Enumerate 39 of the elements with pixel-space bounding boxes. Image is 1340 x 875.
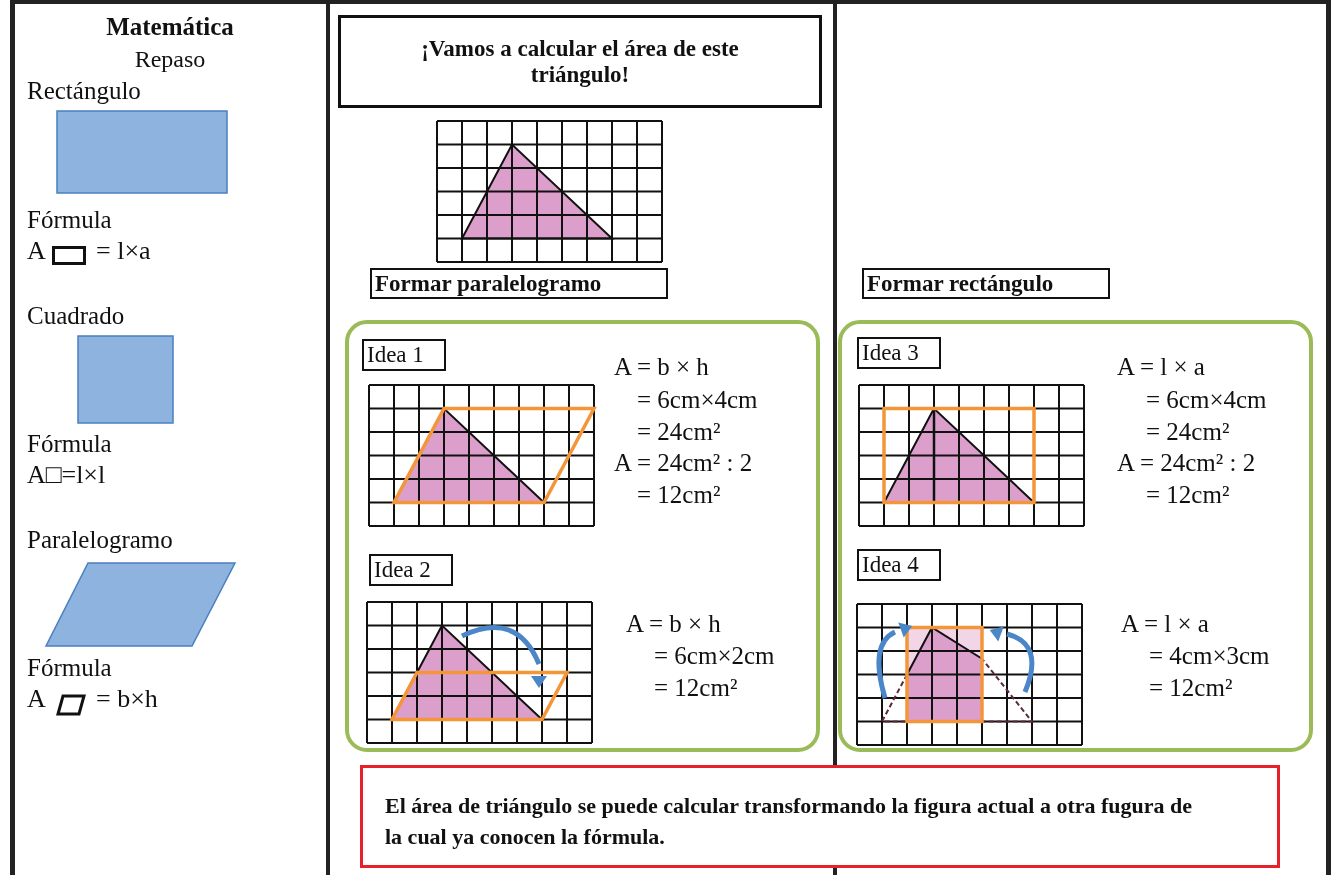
shape-name: Cuadrado [27, 301, 125, 331]
calculation-line: A = 24cm² : 2 [614, 448, 753, 478]
calculation-line: = 6cm×4cm [1146, 385, 1267, 415]
formula-text: A□=l×l [27, 460, 106, 490]
calculation-line: = 12cm² [1146, 480, 1230, 510]
shape-name: Paralelogramo [27, 525, 173, 555]
calculation-line: = 12cm² [1149, 673, 1233, 703]
shape-name: Rectángulo [27, 76, 141, 106]
calculation-line: = 24cm² [637, 417, 721, 447]
calculation-line: A = l × a [1117, 352, 1205, 382]
formula-text: = l×a [96, 236, 151, 266]
idea-tag: Idea 3 [857, 337, 941, 369]
idea-panel [345, 320, 820, 752]
idea-tag: Idea 1 [362, 339, 446, 371]
section-label: Repaso [134, 45, 206, 74]
idea-tag: Idea 2 [369, 554, 453, 586]
heading-box: Formar rectángulo [862, 268, 1110, 299]
calculation-line: = 6cm×2cm [654, 641, 775, 671]
formula-label: Fórmula [27, 429, 112, 459]
subject-title: Matemática [106, 12, 234, 42]
idea-tag: Idea 4 [857, 549, 941, 581]
calculation-line: A = b × h [614, 352, 709, 382]
formula-label: Fórmula [27, 653, 112, 683]
calculation-line: = 4cm×3cm [1149, 641, 1270, 671]
calculation-line: A = b × h [626, 609, 721, 639]
calculation-line: = 12cm² [637, 480, 721, 510]
title-box: ¡Vamos a calcular el área de este triángulo! [338, 15, 822, 108]
formula-text: = b×h [96, 684, 158, 714]
calculation-line: A = l × a [1121, 609, 1209, 639]
formula-label: Fórmula [27, 205, 112, 235]
idea-panel [838, 320, 1313, 752]
calculation-line: = 6cm×4cm [637, 385, 758, 415]
calculation-line: A = 24cm² : 2 [1117, 448, 1256, 478]
calculation-line: = 24cm² [1146, 417, 1230, 447]
conclusion-box: El área de triángulo se puede calcular transformando la figura actual a otra fugura de la cual ya conocen la fórmula. [360, 765, 1280, 868]
heading-box: Formar paralelogramo [370, 268, 668, 299]
calculation-line: = 12cm² [654, 673, 738, 703]
formula-text: A [27, 684, 46, 714]
formula-text: A [27, 236, 46, 266]
